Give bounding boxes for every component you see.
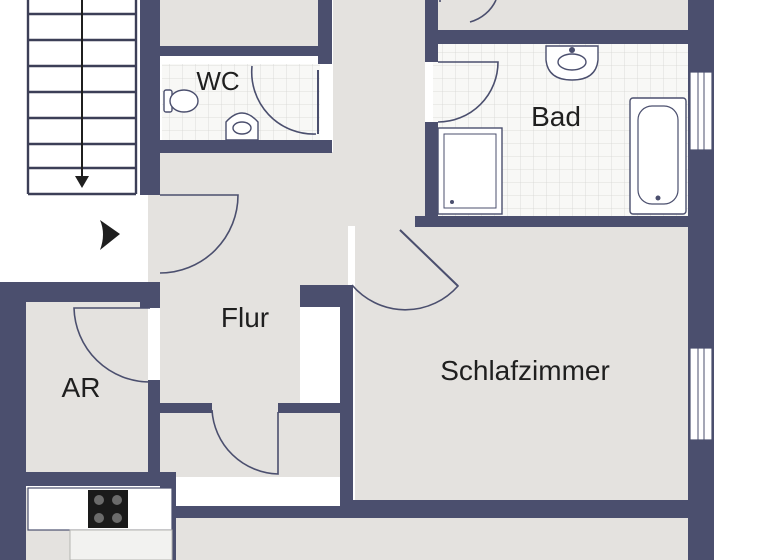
room-top-left [160,0,325,48]
sink-icon [225,112,259,141]
room-label-ar: AR [62,372,101,403]
bathtub-icon [629,97,687,215]
room-label-flur: Flur [221,302,269,333]
doors [73,0,499,475]
entrance-landing [26,196,148,276]
ar-floor [26,302,148,472]
stove-icon [88,490,128,528]
room-label-schlafzimmer: Schlafzimmer [440,355,610,386]
window-icon [689,71,713,151]
stair-icon [26,0,138,196]
schlafzimmer-floor [355,226,688,502]
sink-icon [545,45,599,81]
walls [0,0,714,560]
toilet-icon [163,89,199,113]
window-icon [689,347,713,441]
shower-icon [437,127,503,215]
room-top-right [438,0,688,30]
room-label-wc: WC [196,66,239,96]
flur-floor [148,0,425,405]
entrance-arrow-icon [100,220,120,250]
hall-lower-floor [160,405,348,477]
room-label-bad: Bad [531,101,581,132]
room-bottom-floor [176,515,688,560]
